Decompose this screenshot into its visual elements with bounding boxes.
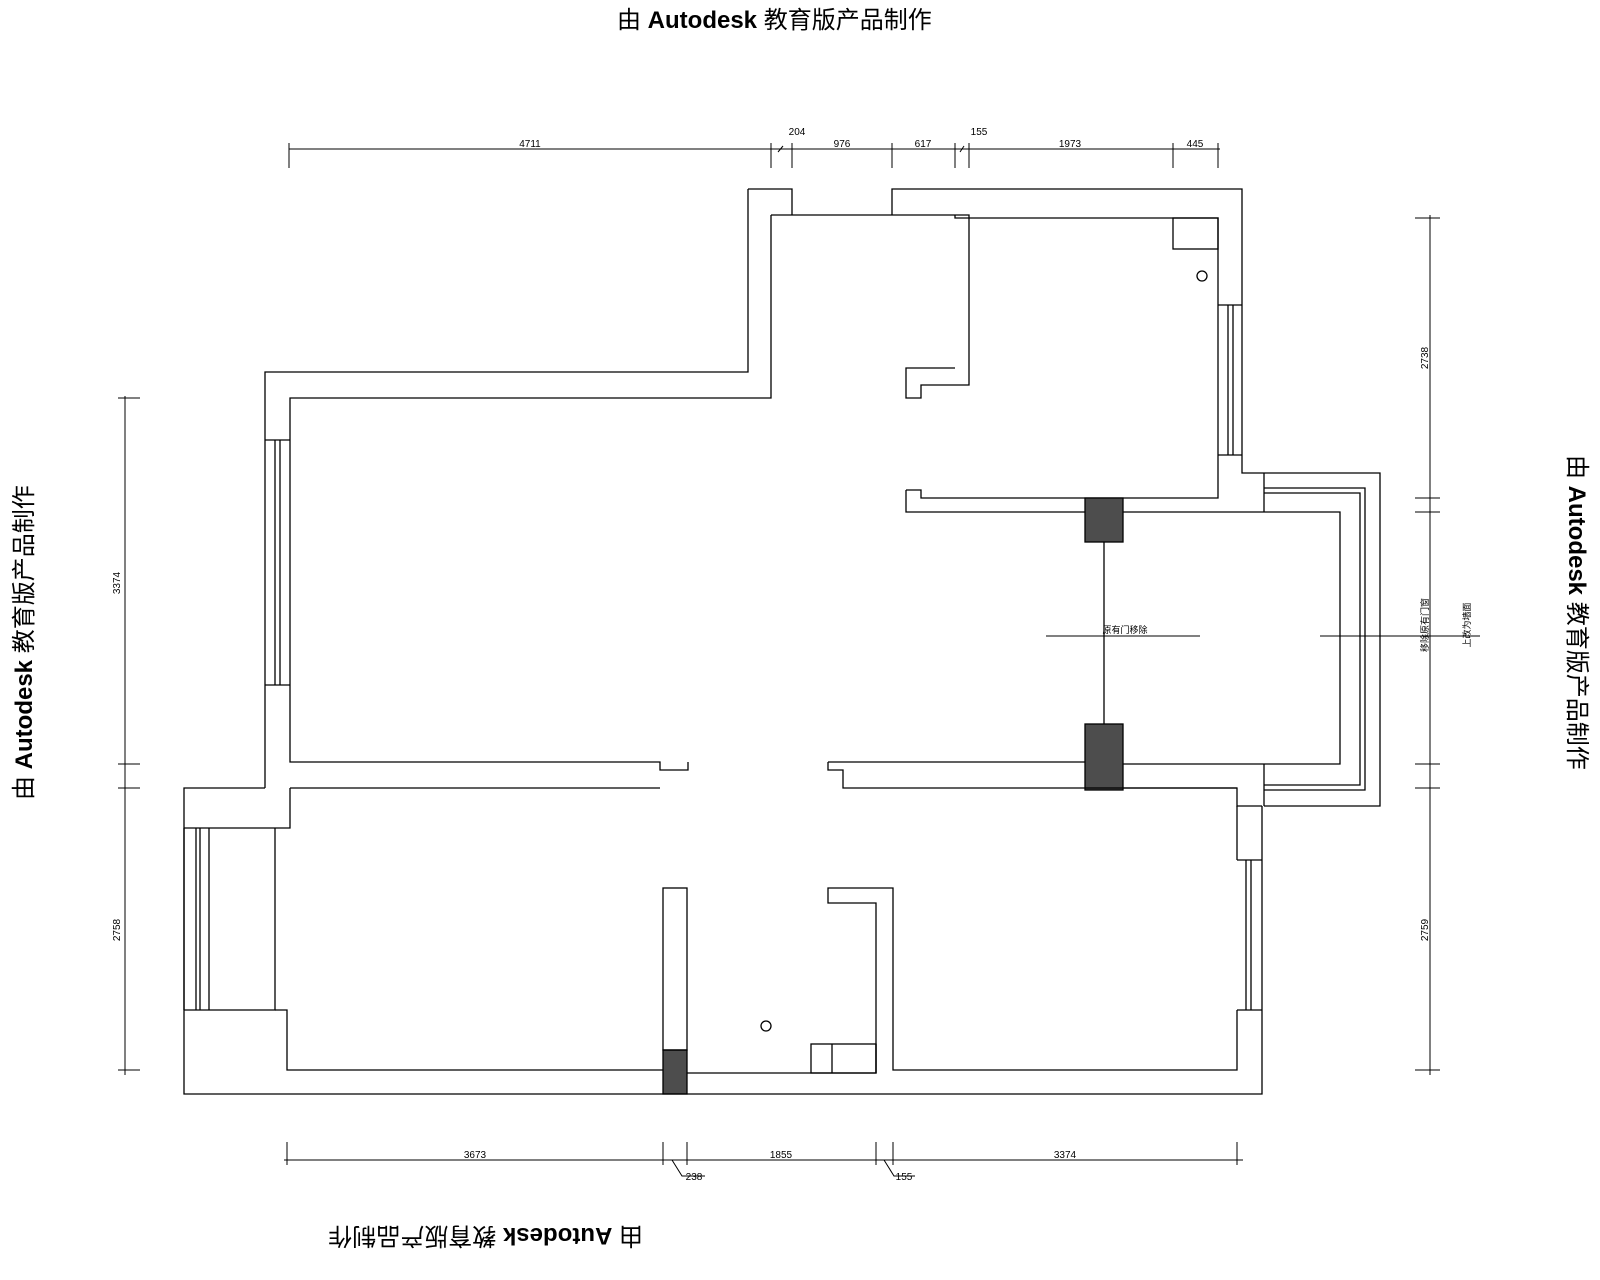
- dim-top-2: 204: [789, 127, 806, 138]
- window-right-upper: [1218, 304, 1242, 456]
- column-upper: [1084, 497, 1124, 543]
- wall-lower-left-notch: [184, 788, 291, 829]
- wall-upper-right-outer: [891, 188, 1264, 474]
- room-lower-left: [183, 828, 663, 1071]
- wall-bath-right: [687, 887, 1238, 1074]
- wall-partition-lower: [905, 490, 1264, 513]
- fixture-circle-lower: [760, 1020, 772, 1032]
- note-right-1: 移除原有门窗: [1419, 598, 1430, 652]
- note-right-2: 上改为墙面: [1461, 602, 1472, 647]
- room-bathroom: [662, 887, 1238, 1074]
- dimensions-top: [288, 143, 1220, 168]
- note-center: 原有门移除: [1102, 624, 1147, 635]
- balcony-rail-1: [1264, 487, 1366, 791]
- window-left-lower: [195, 828, 210, 1010]
- watermark-suffix: 教育版产品制作: [763, 7, 932, 34]
- window-right-lower: [1236, 806, 1262, 1011]
- wall-bath-left: [662, 887, 688, 1051]
- balcony-rail-2: [1264, 492, 1361, 786]
- dim-right-2: 2759: [1420, 918, 1431, 941]
- dim-bottom-2: 238: [686, 1172, 703, 1183]
- dim-top-3: 976: [834, 139, 851, 150]
- column-lower: [1084, 723, 1124, 791]
- dimension-labels: 4711 204 976 617 155 1973 445 3673 238 1…: [112, 127, 1472, 1183]
- balcony-inner: [1264, 511, 1341, 765]
- wall-partition-stub: [905, 214, 970, 399]
- wall-top-stub: [748, 188, 793, 215]
- column-bottom: [662, 1049, 688, 1095]
- dim-top-6: 1973: [1059, 139, 1082, 150]
- dim-bottom-5: 3374: [1054, 1150, 1077, 1161]
- wall-mid-right-lower: [827, 762, 1262, 807]
- dim-top-1: 4711: [519, 139, 541, 150]
- dim-left-1: 3374: [112, 571, 123, 594]
- balcony: [1263, 472, 1381, 807]
- wall-upper-left-outer: [264, 189, 749, 788]
- watermark-top: 由 Autodesk 教育版产品制作: [617, 0, 932, 35]
- walls-upper-left: [264, 188, 955, 788]
- dim-top-5: 155: [971, 127, 988, 138]
- cabinet-upper-right: [1172, 217, 1219, 250]
- dimensions-bottom: [284, 1142, 1243, 1177]
- dim-top-7: 445: [1187, 139, 1204, 150]
- dim-bottom-4: 155: [896, 1172, 913, 1183]
- walls-middle: [183, 761, 1264, 1095]
- dim-top-4: 617: [915, 139, 932, 150]
- dimensions-left: [118, 396, 140, 1075]
- balcony-outer: [1264, 472, 1381, 807]
- dim-right-1: 2738: [1420, 346, 1431, 369]
- bath-fixture: [810, 1043, 877, 1074]
- dim-bottom-3: 1855: [770, 1150, 793, 1161]
- wall-lower-outer: [183, 787, 1263, 1095]
- dim-left-2: 2758: [112, 918, 123, 941]
- dimensions-right: [1415, 215, 1440, 1075]
- window-left-upper: [265, 439, 290, 686]
- wall-upper-right-inner: [906, 215, 1219, 499]
- watermark-brand: Autodesk: [647, 7, 758, 34]
- wall-upper-left-inner: [289, 215, 772, 771]
- dim-bottom-1: 3673: [464, 1150, 487, 1161]
- walls-upper-right: [891, 188, 1264, 513]
- fixture-circle-upper: [1196, 270, 1208, 282]
- watermark-prefix: 由: [617, 7, 641, 34]
- wall-lower-left-bay: [184, 828, 276, 1011]
- wall-lower-left-inner: [275, 1009, 663, 1071]
- columns: [662, 497, 1124, 1095]
